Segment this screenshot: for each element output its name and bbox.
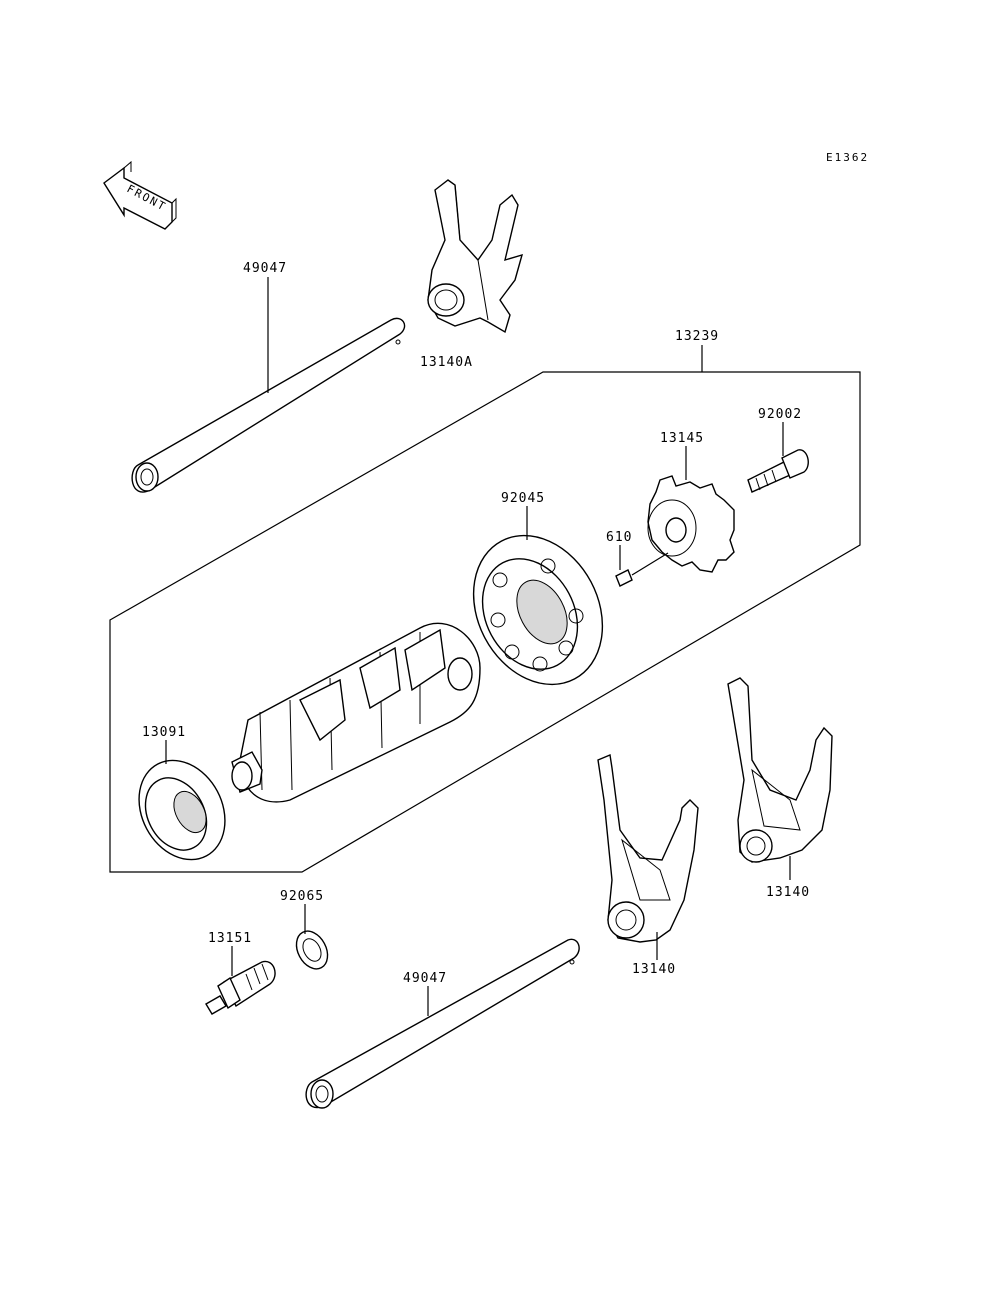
screw	[747, 449, 809, 493]
shift-rod-lower	[305, 938, 580, 1109]
shift-drum	[231, 622, 481, 803]
drum-assembly-outline	[109, 371, 861, 873]
label-13091: 13091	[142, 725, 186, 740]
label-92065: 92065	[280, 889, 324, 904]
diagram-code: E1362	[826, 151, 869, 164]
shift-fork-right	[727, 677, 833, 863]
label-92002: 92002	[758, 407, 802, 422]
shift-fork-mid	[597, 754, 699, 943]
label-13140-right: 13140	[766, 885, 810, 900]
bearing-small	[138, 759, 226, 861]
label-49047-upper: 49047	[243, 261, 287, 276]
switch	[205, 960, 276, 1015]
drum-plate	[647, 475, 735, 573]
label-13140A: 13140A	[420, 355, 473, 370]
leader-610-to-plate	[631, 552, 669, 576]
label-13145: 13145	[660, 431, 704, 446]
label-49047-lower: 49047	[403, 971, 447, 986]
pin	[615, 569, 633, 587]
label-92045: 92045	[501, 491, 545, 506]
label-13239: 13239	[675, 329, 719, 344]
label-13140-mid: 13140	[632, 962, 676, 977]
label-610: 610	[606, 530, 632, 545]
shift-rod-upper	[131, 317, 406, 493]
shift-fork-a	[427, 179, 524, 334]
washer	[295, 930, 329, 970]
bearing-large	[472, 534, 604, 686]
label-13151: 13151	[208, 931, 252, 946]
front-arrow-icon: FRONT	[103, 160, 177, 230]
